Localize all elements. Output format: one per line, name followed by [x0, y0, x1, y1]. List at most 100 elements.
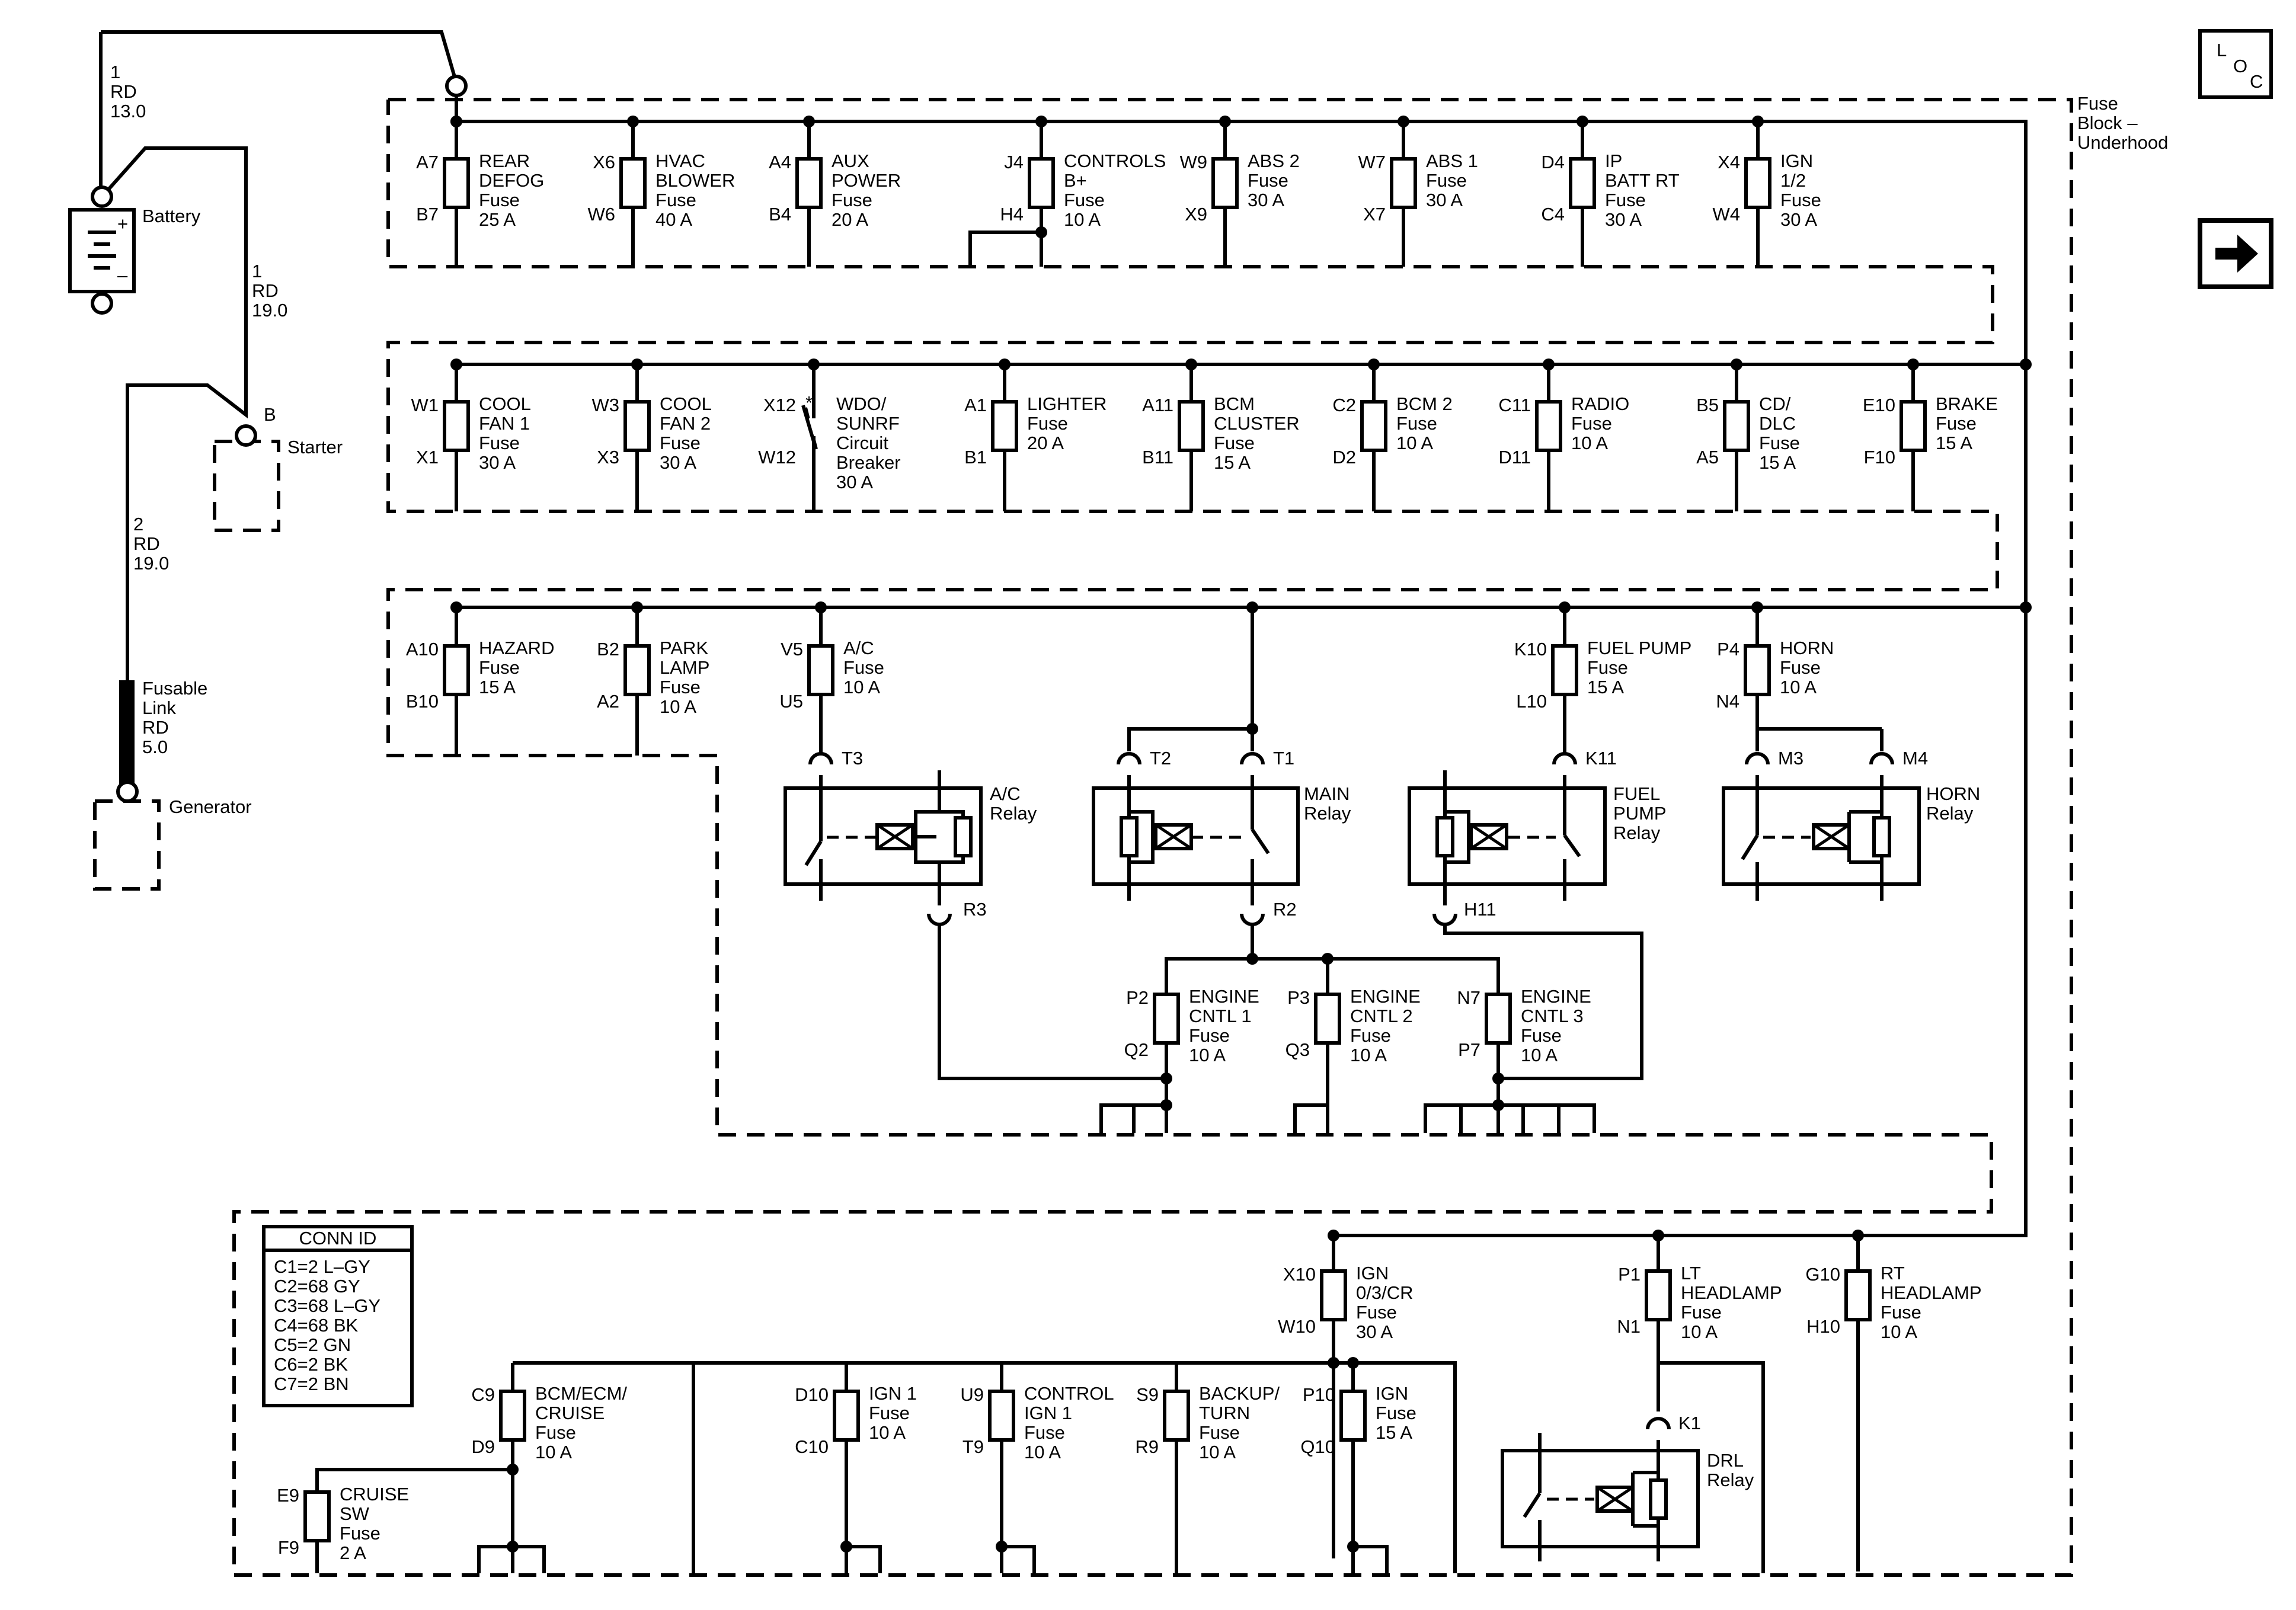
pin-label-top: P10 [1303, 1384, 1335, 1405]
relay-resistor-icon [954, 816, 973, 857]
relay-label: FUEL [1613, 783, 1660, 804]
relay-switch-icon [1251, 828, 1270, 854]
fusable-link-label: RD [142, 717, 169, 738]
pin-label-bottom: X1 [416, 447, 439, 468]
fuse-text: HAZARD [479, 638, 554, 658]
pin-label-top: A11 [1142, 395, 1173, 415]
junction-dot [1559, 601, 1571, 613]
fuse-text: BATT RT [1605, 170, 1680, 191]
fuse-text: FUEL PUMP [1587, 638, 1691, 658]
relay-label: Relay [1613, 822, 1661, 843]
starter-label: Starter [287, 437, 343, 457]
junction-dot [2020, 359, 2032, 370]
pin-label-top: A10 [406, 639, 439, 660]
relay-pin-label: K11 [1585, 748, 1617, 769]
fuse-text: 10 A [1571, 433, 1608, 453]
wire [1424, 1103, 1596, 1133]
pin-label-top: N7 [1457, 987, 1480, 1008]
pin-label-top: E10 [1863, 395, 1895, 415]
fuse-text: HEADLAMP [1881, 1282, 1982, 1303]
pin-label-bottom: B7 [416, 204, 439, 225]
junction-dot [1160, 1073, 1172, 1084]
wire-label: 19.0 [133, 553, 169, 574]
relay-pin-label: M4 [1902, 748, 1928, 769]
junction-dot [1347, 1357, 1359, 1369]
fuse-icon [1211, 157, 1239, 209]
fuse-text: 30 A [479, 452, 516, 473]
relay-pin-label: T1 [1273, 748, 1294, 769]
relay-coil-wire [914, 770, 941, 901]
pin-label-bottom: Q2 [1124, 1039, 1149, 1060]
relay-resistor-icon [1649, 1478, 1668, 1520]
fuse-text: SUNRF [836, 413, 900, 434]
pin-label-bottom: X9 [1185, 204, 1207, 225]
battery-negative-terminal [91, 292, 113, 315]
starter-pin-label: B [264, 404, 276, 425]
fuse-icon [1535, 400, 1562, 452]
fuse-text: RADIO [1571, 393, 1629, 414]
relay-pin-label: R2 [1273, 899, 1297, 920]
pin-label-bottom: X7 [1363, 204, 1386, 225]
fuse-text: 10 A [1350, 1045, 1387, 1065]
pin-label-bottom: B11 [1142, 447, 1173, 468]
pin-label-bottom: P7 [1458, 1039, 1480, 1060]
fuse-icon [1645, 1269, 1672, 1321]
fuse-text: CRUISE [535, 1403, 605, 1423]
fuse-text: 10 A [1881, 1321, 1917, 1342]
fuse-text: AUX [832, 151, 869, 171]
fuse-text: Fuse [1214, 433, 1255, 453]
wire [1445, 810, 1470, 864]
fuse-text: Fuse [1571, 413, 1612, 434]
fuse-text: ENGINE [1521, 986, 1591, 1007]
wire-label: 2 [133, 514, 143, 534]
fuse-text: BCM [1214, 393, 1255, 414]
loc-icon [2198, 29, 2273, 99]
relay-switch-icon [804, 840, 823, 866]
fuse-text: 10 A [843, 677, 880, 697]
fusable-link-label: Fusable [142, 678, 207, 699]
generator-label: Generator [169, 796, 252, 817]
fuse-text: 10 A [660, 696, 696, 717]
fuse-text: CONTROLS [1064, 151, 1166, 171]
junction-dot [1246, 601, 1258, 613]
fuse-text: Fuse [1759, 433, 1800, 453]
fuse-text: BCM/ECM/ [535, 1383, 627, 1404]
relay-switch-icon [1563, 834, 1581, 857]
fuse-text: 0/3/CR [1356, 1282, 1413, 1303]
fuse-text: IGN 1 [1024, 1403, 1072, 1423]
junction-dot [1398, 116, 1409, 127]
fuse-text: DLC [1759, 413, 1796, 434]
junction-dot [1368, 359, 1380, 370]
fuse-text: CLUSTER [1214, 413, 1300, 434]
junction-dot [1347, 1541, 1359, 1553]
relay-label: DRL [1707, 1450, 1744, 1471]
fuse-icon [991, 400, 1018, 452]
fuse-text: 15 A [1759, 452, 1796, 473]
fuse-text: WDO/ [836, 393, 887, 414]
fuse-text: 15 A [1214, 452, 1251, 473]
fuse-icon [988, 1390, 1015, 1442]
relay-pin-label: K1 [1678, 1413, 1701, 1433]
wire-label: RD [110, 81, 137, 102]
pin-label-top: A1 [964, 395, 987, 415]
pin-label-top: C11 [1498, 395, 1531, 415]
junction-dot [631, 359, 643, 370]
fuse-text: Fuse [1027, 413, 1068, 434]
relay-switch-icon [1523, 1492, 1542, 1518]
fuse-text: 2 A [340, 1542, 366, 1563]
fuse-icon [1900, 400, 1927, 452]
fuse-text: Fuse [1248, 170, 1288, 191]
loc-icon-letter: L [2217, 40, 2227, 60]
wire [1099, 1103, 1166, 1133]
fuse-icon [1723, 400, 1750, 452]
pin-label-bottom: C10 [795, 1436, 829, 1457]
pin-label-top: P4 [1717, 639, 1739, 660]
fuse-text: Fuse [1356, 1302, 1397, 1323]
pin-label-bottom: T9 [962, 1436, 984, 1457]
pin-label-top: C9 [471, 1384, 495, 1405]
fuse-text: COOL [479, 393, 531, 414]
pin-label-top: P3 [1287, 987, 1310, 1008]
relay-terminal-icon [1869, 752, 1894, 765]
fuse-icon [1163, 1390, 1190, 1442]
